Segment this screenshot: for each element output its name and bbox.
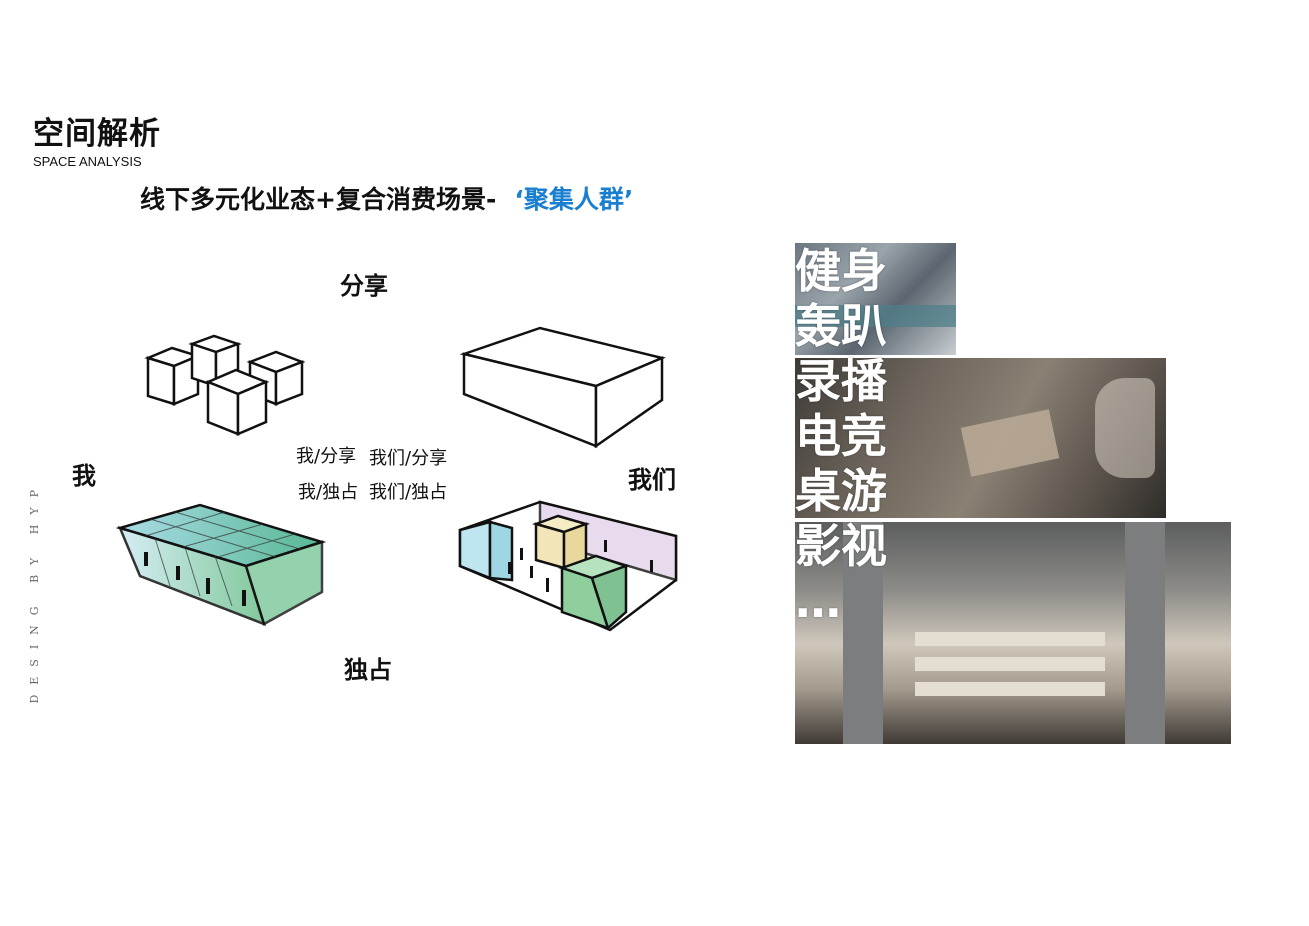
activity-item: 轰趴 [795,299,887,353]
axis-label-share: 分享 [340,272,388,300]
pillar-left [843,522,883,744]
quadrant-label-we-exclusive: 我们/独占 [369,482,448,503]
people-figures-we [508,540,653,592]
activity-list: 健身 轰趴 录播 电竞 桌游 影视 … [795,244,935,629]
quadrant-label-me-exclusive: 我/独占 [298,482,359,503]
stair-step [915,682,1105,696]
photo-lounge [795,522,1231,744]
headline-highlight: ‘聚集人群’ [514,185,634,214]
quadrant-label-we-share: 我们/分享 [369,448,448,469]
people-figures-me [144,552,246,606]
box-we-share [459,326,666,449]
quadrant-label-me-share: 我/分享 [296,446,357,467]
axis-label-exclusive: 独占 [344,656,392,684]
activity-item: … [795,574,841,628]
activity-item: 健身 [795,244,887,298]
page-subtitle: SPACE ANALYSIS [33,154,142,169]
activity-item: 桌游 [795,464,887,518]
pillar-right [1125,522,1165,744]
activity-item: 录播 [795,354,887,408]
stair-step [915,657,1105,671]
cubes-me-share [144,334,306,436]
activity-item: 电竞 [795,409,887,463]
headline: 线下多元化业态+复合消费场景- ‘聚集人群’ [140,180,633,216]
activity-item: 影视 [795,519,887,573]
glass-box-me-exclusive [115,503,327,627]
axis-label-me: 我 [72,462,96,490]
room-we-exclusive [458,500,678,632]
page-title: 空间解析 [33,116,161,152]
cube-1 [144,346,202,406]
photo-gym [795,243,956,355]
axis-label-we: 我们 [628,466,676,494]
stair-step [915,632,1105,646]
headline-main: 线下多元化业态+复合消费场景- [140,185,497,214]
photo-workshop [795,358,1166,518]
cube-4 [204,368,270,436]
